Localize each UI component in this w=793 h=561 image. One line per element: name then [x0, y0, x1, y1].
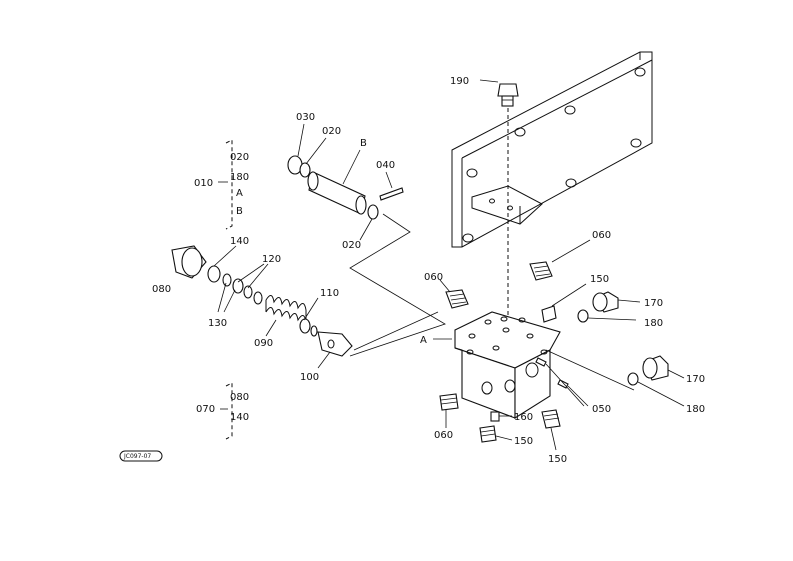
label-170-low: 170: [686, 374, 705, 385]
label-120: 120: [262, 254, 281, 265]
fitting-060-mid: [445, 289, 469, 309]
label-050: 050: [592, 404, 611, 415]
label-group-070: 070: [196, 404, 215, 415]
label-150-bot: 150: [548, 454, 567, 465]
leader-lines: [349, 213, 452, 357]
label-170-top: 170: [644, 298, 663, 309]
group-010-item-b: B: [236, 206, 243, 217]
group-070-bracket: [220, 382, 233, 440]
spool-assembly: [287, 155, 404, 220]
label-160: 160: [514, 412, 533, 423]
label-group-010: 010: [194, 178, 213, 189]
label-090: 090: [254, 338, 273, 349]
oring-180-top: [577, 309, 589, 323]
group-070-item-080: 080: [230, 392, 249, 403]
poppet-110-100: [299, 318, 353, 357]
plug-150-right: [541, 305, 557, 323]
plug-150-bot: [479, 425, 497, 443]
label-060-top: 060: [592, 230, 611, 241]
label-180-low: 180: [686, 404, 705, 415]
label-leaders: [213, 79, 685, 451]
label-100: 100: [300, 372, 319, 383]
label-190: 190: [450, 76, 469, 87]
label-060-mid: 060: [424, 272, 443, 283]
group-010-item-020: 020: [230, 152, 249, 163]
spring-090: [265, 295, 307, 323]
label-020-low: 020: [342, 240, 361, 251]
label-040: 040: [376, 160, 395, 171]
label-140: 140: [230, 236, 249, 247]
label-060-low: 060: [434, 430, 453, 441]
diagram-id-stamp: JC097-07: [119, 450, 163, 462]
label-180-top: 180: [644, 318, 663, 329]
diagram-id-text: JC097-07: [123, 453, 151, 460]
label-150-right: 150: [590, 274, 609, 285]
plug-150-low: [541, 409, 561, 429]
oring-180-low: [627, 372, 639, 386]
bolt-190: [497, 83, 519, 320]
group-010-item-a: A: [236, 188, 243, 199]
valve-body: [454, 311, 635, 419]
plug-160: [490, 411, 500, 422]
label-b-top: B: [360, 138, 367, 149]
label-110: 110: [320, 288, 339, 299]
adapter-170-low: [642, 355, 669, 381]
label-130: 130: [208, 318, 227, 329]
fitting-060-low: [439, 393, 459, 411]
adapter-170-top: [592, 291, 619, 313]
fitting-060-top: [529, 261, 553, 281]
plug-080: [171, 245, 263, 305]
group-070-item-140: 140: [230, 412, 249, 423]
mounting-plate: [451, 51, 653, 248]
label-a: A: [420, 335, 427, 346]
group-010-bracket: [218, 139, 233, 230]
label-030: 030: [296, 112, 315, 123]
label-150-low: 150: [514, 436, 533, 447]
label-020-top: 020: [322, 126, 341, 137]
label-080: 080: [152, 284, 171, 295]
group-010-item-180: 180: [230, 172, 249, 183]
